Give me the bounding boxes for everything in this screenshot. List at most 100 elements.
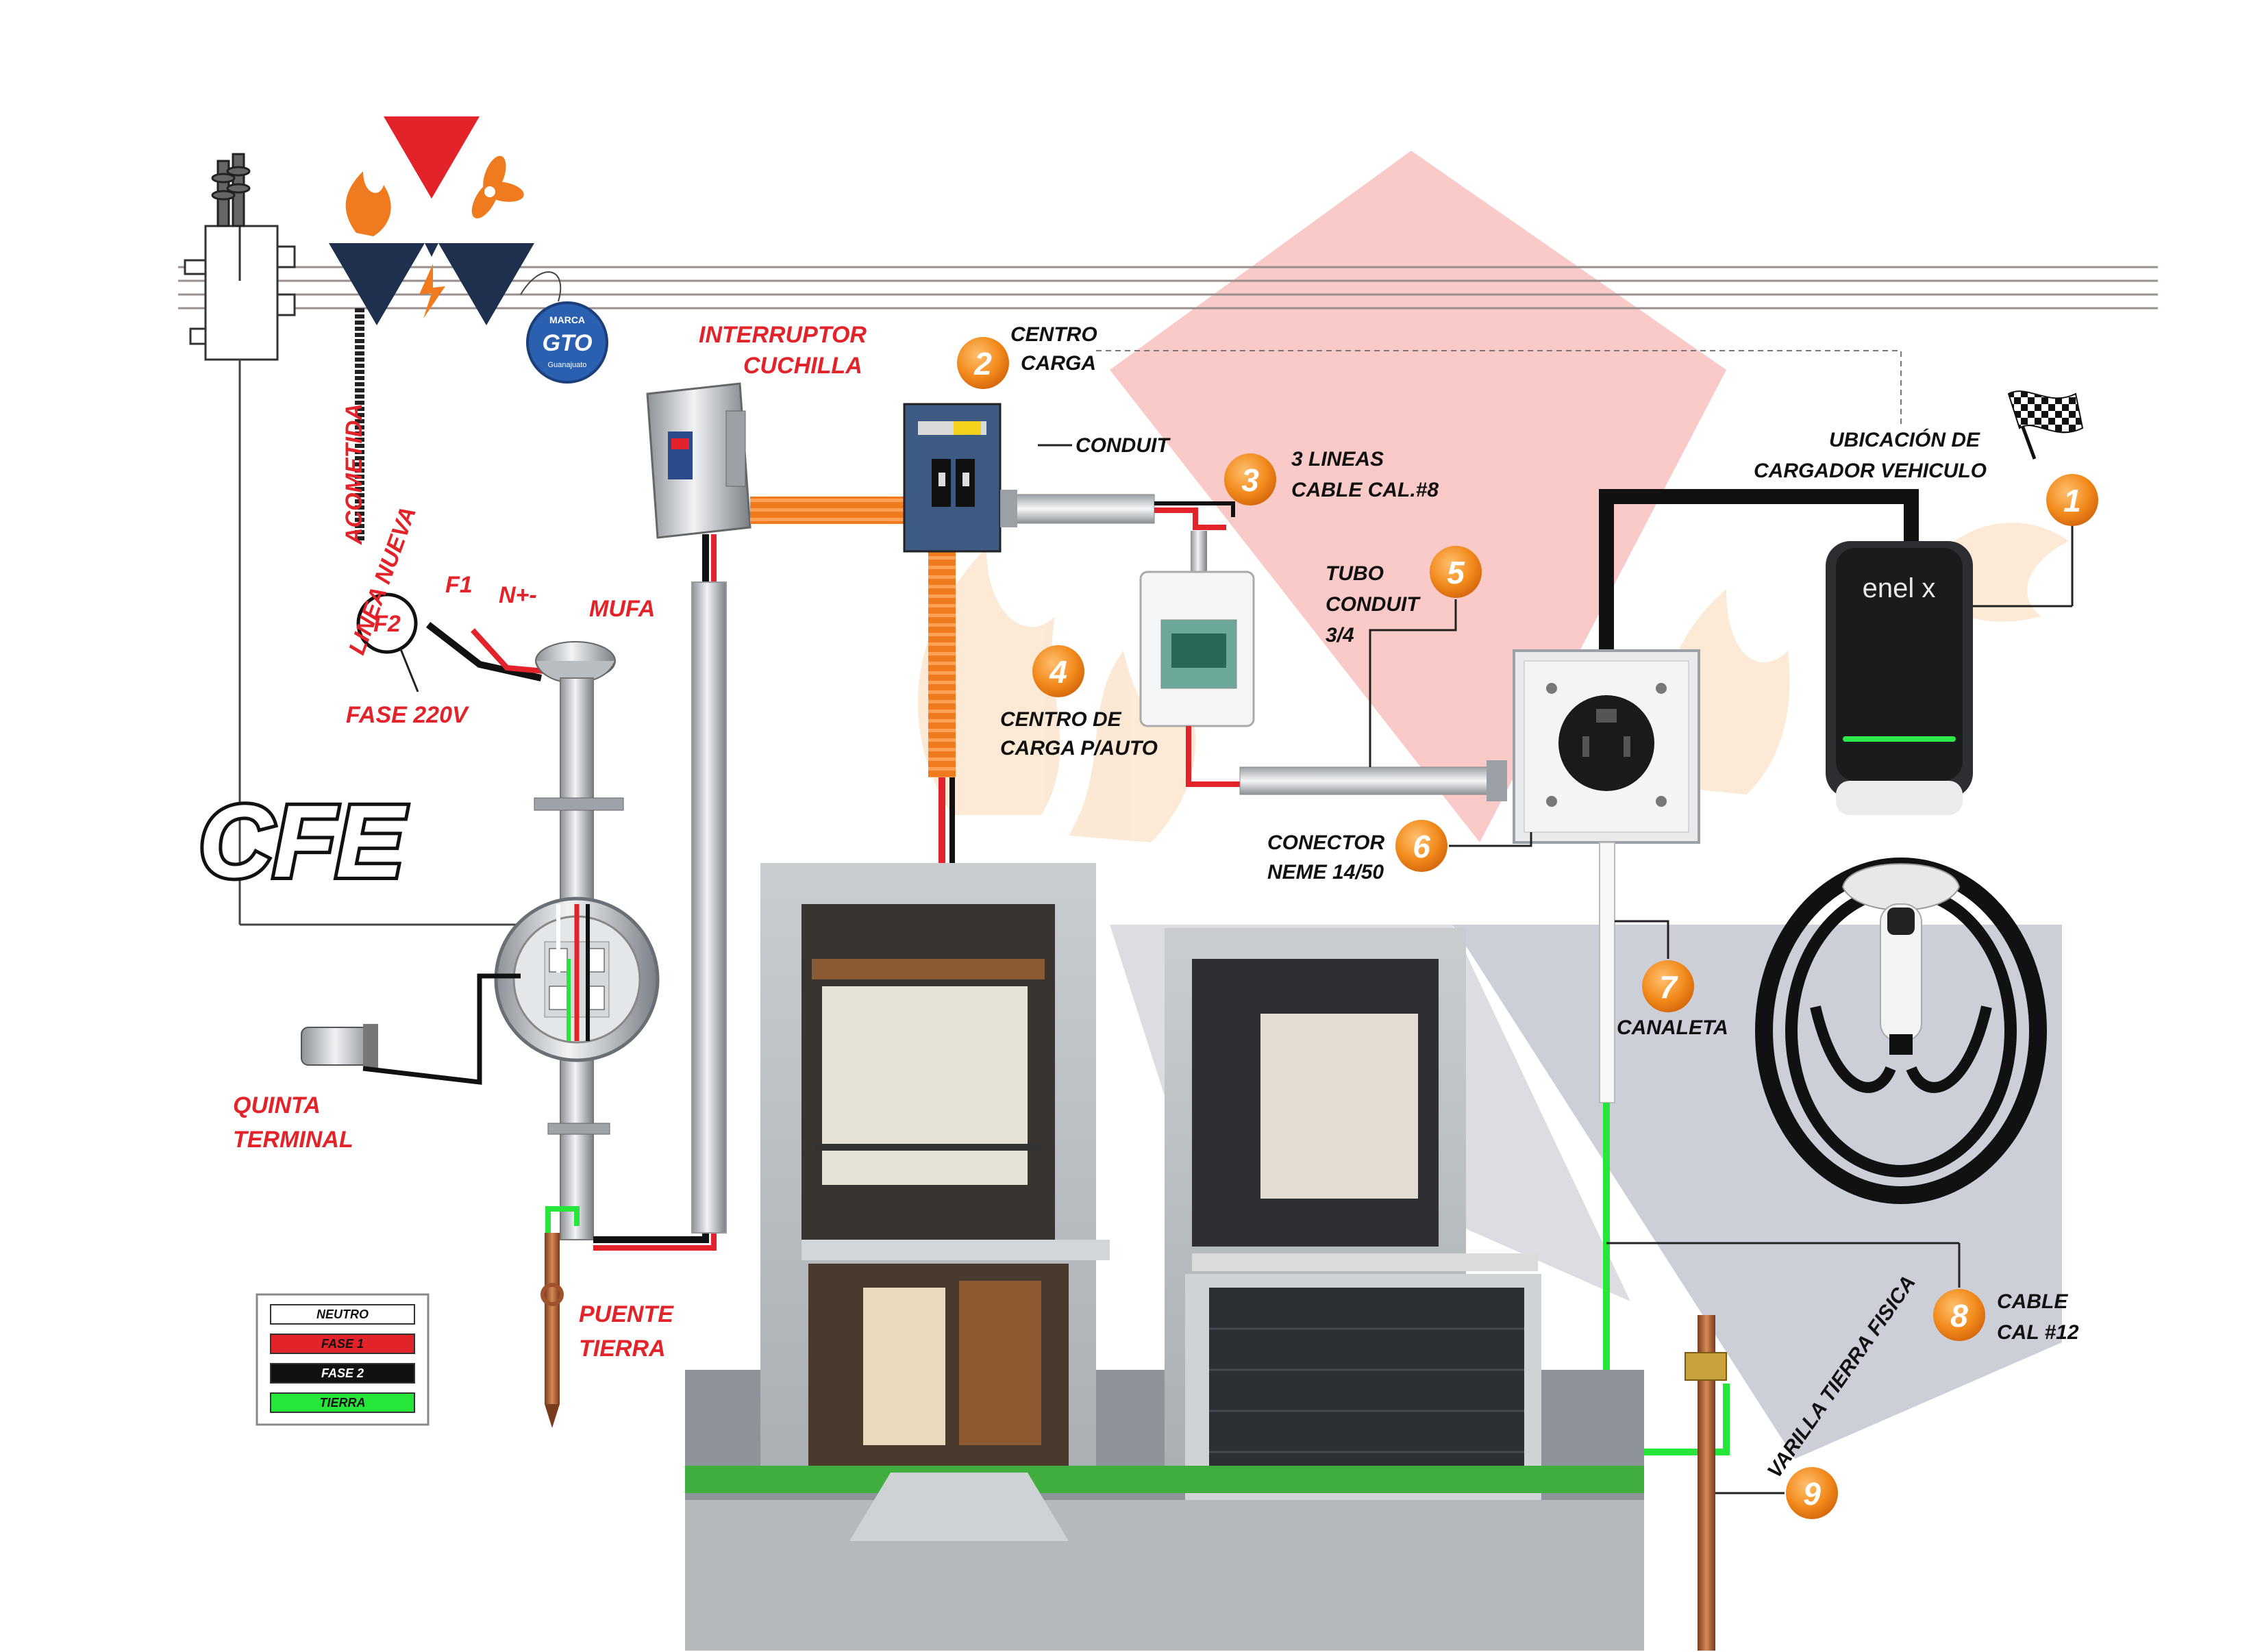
cable-label-2: CAL #12 — [1997, 1321, 2079, 1344]
cal8-wires-black — [1154, 501, 1235, 517]
puente-tierra-label-2: TIERRA — [579, 1336, 666, 1362]
badge-2-num: 2 — [973, 346, 992, 381]
conector-label-2: NEME 14/50 — [1267, 861, 1384, 884]
lineas-label-2: CABLE CAL.#8 — [1291, 479, 1439, 501]
mufa-weatherhead — [535, 641, 616, 684]
centro-carga-label-1: CENTRO — [1010, 323, 1097, 346]
badge-9 — [1786, 1467, 1838, 1519]
pink-cone — [1110, 151, 1726, 842]
quinta-terminal-label-1: QUINTA — [233, 1092, 321, 1118]
svg-text:MARCA: MARCA — [549, 314, 585, 325]
legend-swatch-fase2 — [270, 1363, 415, 1384]
badge-4-num: 4 — [1049, 654, 1067, 690]
badge-1-num: 1 — [2063, 483, 2081, 518]
centro-auto-label-2: CARGA P/AUTO — [1000, 737, 1158, 760]
tubo-label-1: TUBO — [1326, 562, 1384, 585]
fan-icon — [471, 155, 524, 218]
conduit-3-4-fitting — [1487, 760, 1507, 801]
badge-5-num: 5 — [1447, 555, 1465, 590]
badge-2 — [957, 337, 1009, 389]
acometida-label: ACOMETIDA — [341, 403, 367, 545]
f2-circle — [356, 592, 418, 654]
ground-rod-1 — [545, 1233, 560, 1404]
f2-leader — [399, 649, 419, 692]
f2-label: F2 — [373, 611, 401, 637]
ground-clamp — [540, 1283, 564, 1306]
outlet-to-charger-cable — [1599, 489, 1919, 654]
legend-label-tierra: TIERRA — [320, 1396, 366, 1410]
ground-rod-clamp — [1685, 1352, 1727, 1381]
tubo-label-2: CONDUIT — [1326, 593, 1421, 616]
brand-logo — [329, 116, 534, 325]
conduit-tube-top — [1010, 494, 1155, 524]
badge-5 — [1430, 546, 1482, 598]
badge-9-num: 9 — [1803, 1476, 1821, 1512]
f1-label: F1 — [445, 572, 473, 598]
meter-base — [494, 897, 660, 1062]
ground-rod-tip — [545, 1404, 560, 1428]
lineas-label-1: 3 LINEAS — [1291, 448, 1384, 471]
conduit-3-4 — [1239, 766, 1501, 795]
fifth-terminal-wire — [362, 973, 521, 1085]
checkered-flag-icon — [2007, 390, 2084, 460]
badge-3 — [1224, 453, 1276, 505]
canaleta-label: CANALETA — [1617, 1016, 1728, 1039]
mufa-label: MUFA — [589, 596, 655, 622]
wire-legend: NEUTRO FASE 1 FASE 2 TIERRA — [256, 1293, 430, 1426]
legend-swatch-tierra — [270, 1392, 415, 1413]
legend-label-fase1: FASE 1 — [321, 1337, 364, 1351]
badge-8-num: 8 — [1950, 1298, 1968, 1334]
legend-swatch-fase1 — [270, 1334, 415, 1354]
orange-flex-conduit-v — [928, 551, 956, 777]
neutral-run — [593, 534, 709, 1243]
gto-badge: MARCA GTO Guanajuato — [520, 271, 608, 384]
conector-leader — [1449, 832, 1532, 847]
badge-7 — [1642, 960, 1694, 1012]
enelx-logo: enel x — [1863, 573, 1936, 603]
mast-clamp — [534, 797, 624, 811]
badge-6-num: 6 — [1413, 829, 1430, 864]
ubicacion-label-2: CARGADOR VEHICULO — [1754, 460, 1987, 482]
mast-clamp — [547, 1123, 610, 1135]
badge-4 — [1032, 645, 1084, 697]
vertical-conduit — [1191, 531, 1207, 579]
n-label: N+- — [499, 582, 537, 608]
flame-icon — [345, 171, 391, 236]
fifth-terminal — [301, 1024, 378, 1068]
fase-220v-label: FASE 220V — [346, 702, 470, 728]
centro-carga-label-2: CARGA — [1021, 352, 1096, 375]
legend-swatch-neutro — [270, 1304, 415, 1325]
centro-auto-label-1: CENTRO DE — [1000, 708, 1122, 731]
house — [685, 863, 1644, 1651]
ground-green-wire — [545, 1206, 580, 1247]
tubo-label-3: 3/4 — [1326, 624, 1354, 647]
legend-label-fase2: FASE 2 — [321, 1366, 364, 1380]
nema-14-50-outlet — [1513, 649, 1700, 844]
white-conduit — [691, 581, 727, 1234]
ground-cable-cal12 — [1603, 1103, 1730, 1455]
cal8-wires — [1154, 508, 1226, 530]
ubicacion-label-1: UBICACIÓN DE — [1829, 428, 1980, 451]
cable-label-1: CABLE — [1997, 1290, 2068, 1313]
pole-transformer — [184, 153, 296, 361]
main-load-center — [903, 403, 1002, 553]
canaleta — [1599, 842, 1615, 1103]
ev-load-center — [1139, 571, 1255, 727]
quinta-terminal-label-2: TERMINAL — [233, 1127, 353, 1153]
interruptor-label-2: CUCHILLA — [743, 353, 862, 379]
cfe-logo: CFE — [199, 784, 407, 899]
conduit-label: CONDUIT — [1076, 434, 1171, 457]
puente-tierra-label-1: PUENTE — [579, 1301, 674, 1327]
legend-label-neutro: NEUTRO — [316, 1307, 369, 1321]
badge-3-num: 3 — [1241, 462, 1259, 498]
ev-charger: enel x — [1826, 541, 1973, 815]
orange-flex-conduit-h — [750, 497, 908, 524]
canaleta-leader — [1615, 920, 1669, 959]
badge-1 — [2046, 474, 2098, 526]
interruptor-label-1: INTERRUPTOR — [699, 322, 867, 348]
tubo-leader — [1369, 599, 1457, 767]
service-drop-wires — [425, 618, 545, 681]
lightning-icon — [419, 264, 445, 318]
badge-6 — [1395, 820, 1447, 872]
